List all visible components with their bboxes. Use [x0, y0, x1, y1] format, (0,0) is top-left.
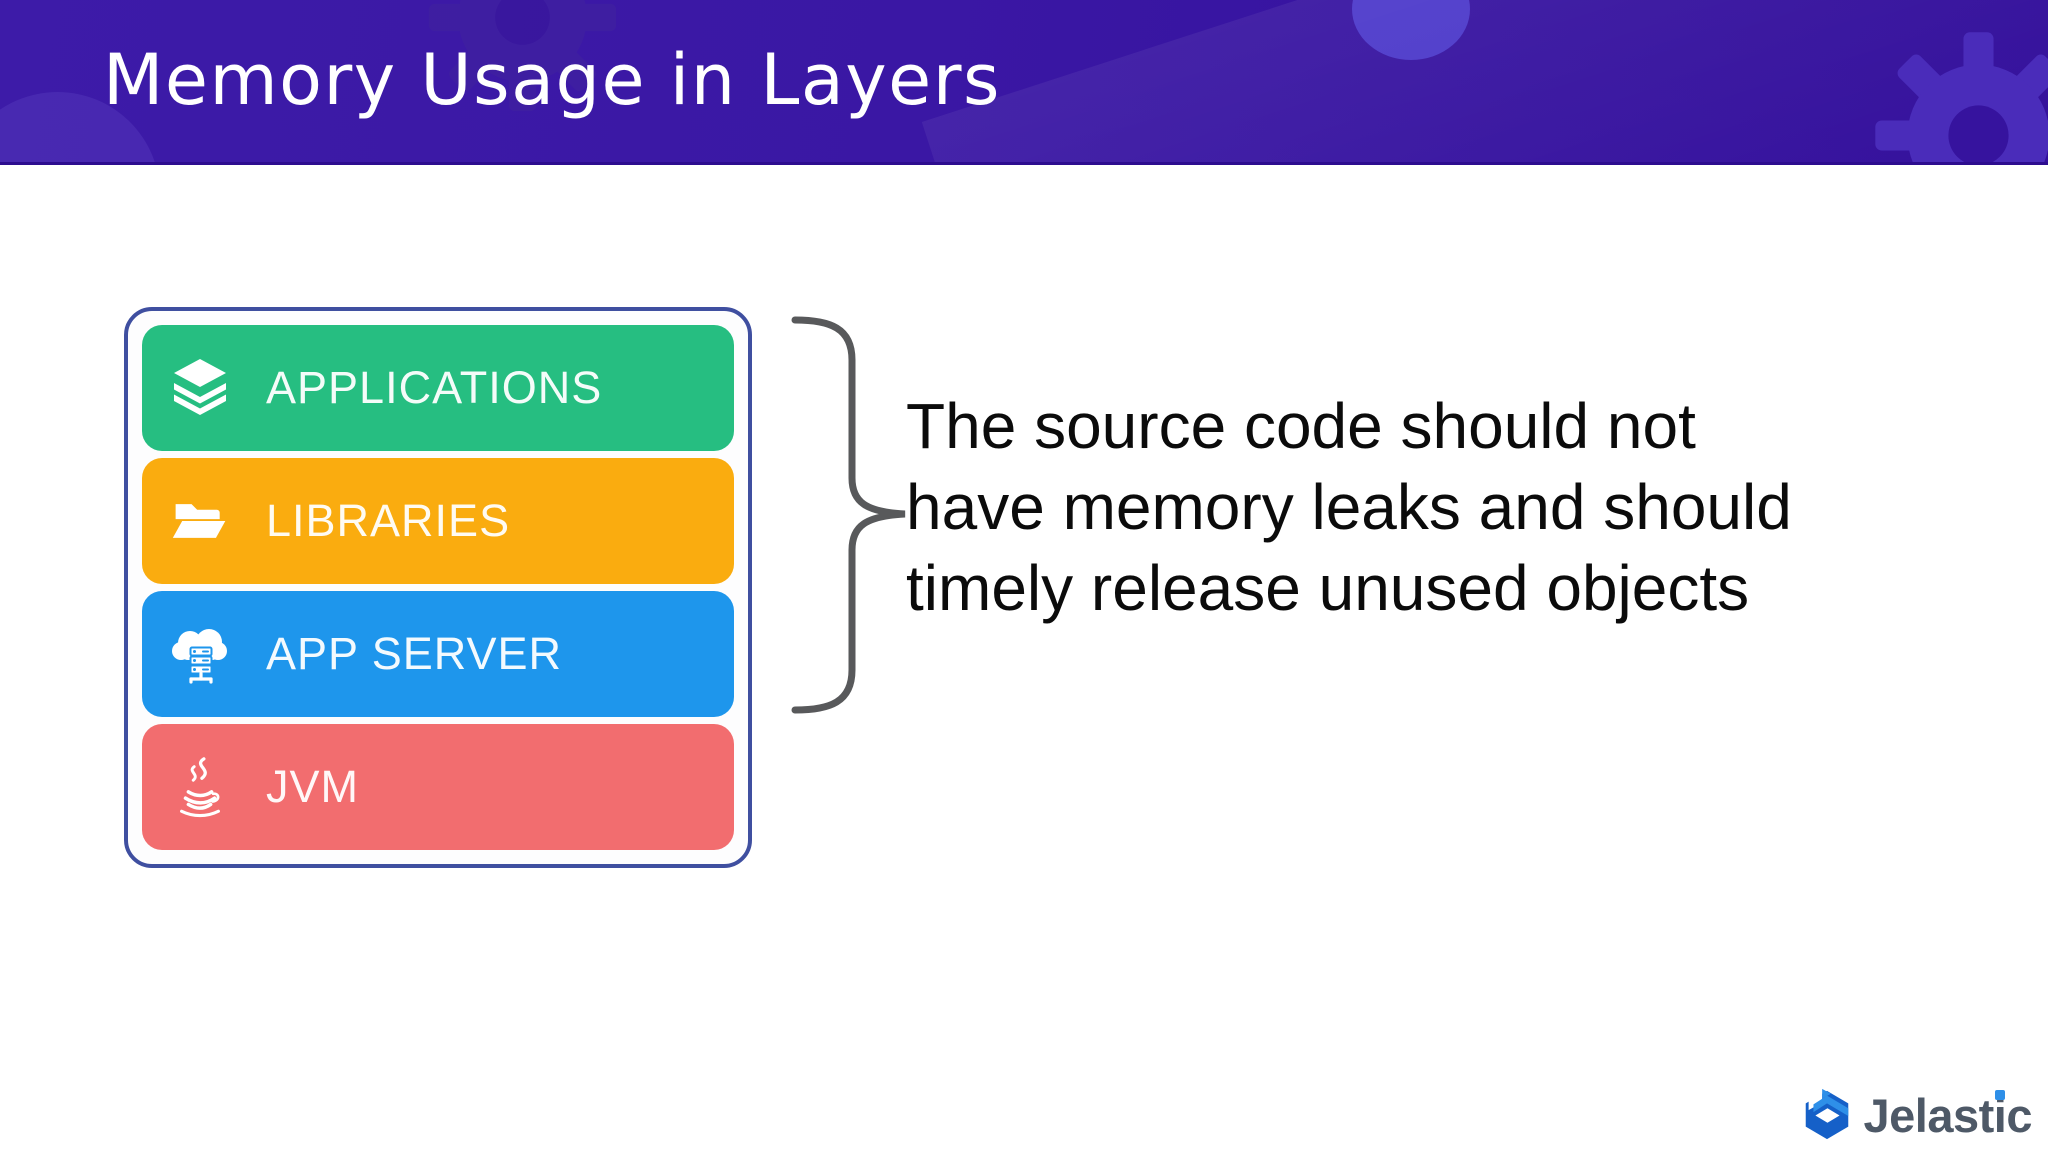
- curly-brace: [791, 316, 906, 714]
- page-title: Memory Usage in Layers: [103, 38, 1001, 121]
- gear-icon: [428, 0, 617, 112]
- layers-icon: [168, 356, 232, 420]
- layer-label: APP SERVER: [266, 628, 562, 679]
- layer-label: JVM: [266, 761, 359, 812]
- folder-open-icon: [168, 489, 232, 553]
- layer-applications: APPLICATIONS: [142, 325, 734, 451]
- java-icon: [168, 755, 232, 819]
- brand-name: Jelastic: [1863, 1088, 2033, 1143]
- cloud-server-icon: [168, 622, 232, 686]
- brand-i-dot: [1994, 1089, 2005, 1100]
- annotation-line: have memory leaks and should: [906, 471, 1792, 543]
- layer-jvm: JVM: [142, 724, 734, 850]
- gear-icon: [1875, 32, 2048, 162]
- annotation-text: The source code should not have memory l…: [906, 386, 1792, 629]
- layer-label: APPLICATIONS: [266, 362, 603, 413]
- layer-label: LIBRARIES: [266, 495, 511, 546]
- layer-libraries: LIBRARIES: [142, 458, 734, 584]
- header-banner: Memory Usage in Layers: [0, 0, 2048, 165]
- layers-container: APPLICATIONS LIBRARIES: [124, 307, 752, 868]
- annotation-line: timely release unused objects: [906, 552, 1750, 624]
- jelastic-cube-icon: [1805, 1088, 1848, 1140]
- brand-logo: Jelastic: [1798, 1086, 2033, 1144]
- brand-name-text: Jelastic: [1863, 1088, 2033, 1142]
- layer-app-server: APP SERVER: [142, 591, 734, 717]
- annotation-line: The source code should not: [906, 390, 1696, 462]
